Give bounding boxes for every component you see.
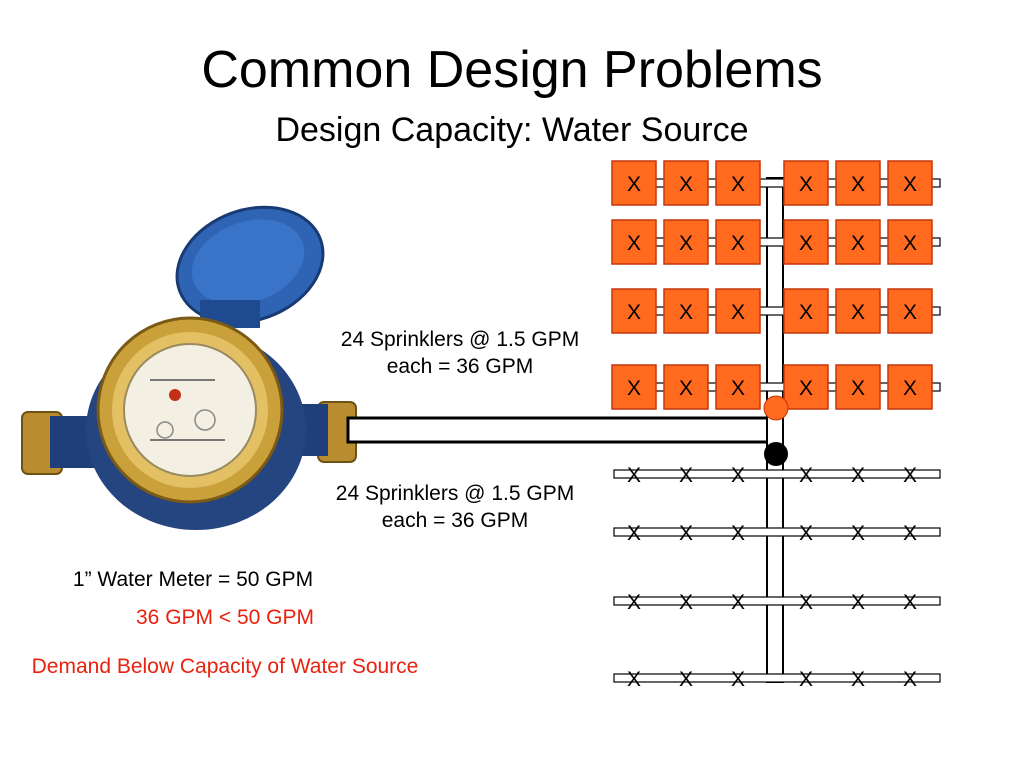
sprinkler-active bbox=[835, 219, 881, 265]
sprinkler-active bbox=[611, 160, 657, 206]
sprinkler-active-mark: X bbox=[903, 173, 917, 196]
lower-demand-label: 24 Sprinklers @ 1.5 GPM each = 36 GPM bbox=[300, 480, 610, 534]
lateral-pipe bbox=[613, 673, 941, 683]
meter-capacity-label: 1” Water Meter = 50 GPM bbox=[72, 568, 314, 591]
sprinkler-inactive-mark: X bbox=[903, 591, 917, 614]
water-meter-icon bbox=[21, 205, 357, 530]
sprinkler-inactive-mark: X bbox=[627, 522, 641, 545]
sprinkler-inactive-mark: X bbox=[851, 591, 865, 614]
sprinkler-active bbox=[611, 364, 657, 410]
sprinkler-active bbox=[611, 219, 657, 265]
sprinkler-active bbox=[715, 288, 761, 334]
sprinkler-inactive-mark: X bbox=[627, 464, 641, 487]
sprinkler-active-mark: X bbox=[627, 377, 641, 400]
sprinkler-active-mark: X bbox=[799, 301, 813, 324]
sprinkler-inactive-mark: X bbox=[799, 591, 813, 614]
sprinkler-active bbox=[663, 364, 709, 410]
sprinkler-active-mark: X bbox=[679, 301, 693, 324]
slide-subtitle: Design Capacity: Water Source bbox=[275, 111, 749, 149]
sprinkler-active-mark: X bbox=[903, 301, 917, 324]
sprinkler-inactive-mark: X bbox=[627, 591, 641, 614]
lateral-pipe bbox=[613, 469, 941, 479]
junction-node-marker bbox=[764, 442, 788, 466]
active-node-marker bbox=[763, 395, 789, 421]
sprinkler-inactive-mark: X bbox=[799, 464, 813, 487]
sprinkler-active bbox=[663, 219, 709, 265]
sprinkler-active bbox=[835, 288, 881, 334]
sprinkler-active-mark: X bbox=[799, 173, 813, 196]
supply-pipe bbox=[346, 416, 780, 444]
sprinkler-inactive-mark: X bbox=[851, 464, 865, 487]
sprinkler-active-mark: X bbox=[903, 232, 917, 255]
sprinkler-active-mark: X bbox=[851, 377, 865, 400]
sprinkler-inactive-mark: X bbox=[731, 591, 745, 614]
sprinkler-inactive-mark: X bbox=[851, 522, 865, 545]
sprinkler-inactive-mark: X bbox=[903, 668, 917, 691]
comparison-label: 36 GPM < 50 GPM bbox=[136, 606, 314, 629]
sprinkler-active-mark: X bbox=[627, 232, 641, 255]
lower-demand-line2: each = 36 GPM bbox=[381, 509, 529, 532]
sprinkler-active bbox=[783, 160, 829, 206]
sprinkler-inactive-mark: X bbox=[903, 464, 917, 487]
sprinkler-active-mark: X bbox=[851, 301, 865, 324]
sprinkler-inactive-mark: X bbox=[903, 522, 917, 545]
sprinkler-inactive-mark: X bbox=[627, 668, 641, 691]
sprinkler-active bbox=[611, 288, 657, 334]
sprinkler-active bbox=[887, 219, 933, 265]
sprinkler-inactive-mark: X bbox=[731, 522, 745, 545]
sprinkler-active bbox=[783, 288, 829, 334]
sprinkler-active bbox=[663, 160, 709, 206]
lower-demand-line1: 24 Sprinklers @ 1.5 GPM bbox=[335, 482, 575, 505]
sprinkler-active-mark: X bbox=[627, 301, 641, 324]
sprinkler-active bbox=[715, 364, 761, 410]
sprinkler-inactive-mark: X bbox=[679, 668, 693, 691]
sprinkler-inactive-mark: X bbox=[851, 668, 865, 691]
lateral-pipe bbox=[613, 527, 941, 537]
sprinkler-active-mark: X bbox=[731, 377, 745, 400]
sprinkler-active bbox=[887, 160, 933, 206]
sprinkler-inactive-mark: X bbox=[731, 668, 745, 691]
sprinkler-active-mark: X bbox=[799, 377, 813, 400]
sprinkler-active-mark: X bbox=[731, 173, 745, 196]
sprinkler-inactive-mark: X bbox=[799, 668, 813, 691]
sprinkler-active-mark: X bbox=[851, 232, 865, 255]
sprinkler-active bbox=[663, 288, 709, 334]
upper-demand-line2: each = 36 GPM bbox=[386, 355, 534, 378]
sprinkler-active bbox=[887, 288, 933, 334]
sprinkler-active-mark: X bbox=[627, 173, 641, 196]
sprinkler-active-mark: X bbox=[903, 377, 917, 400]
slide-title: Common Design Problems bbox=[201, 41, 823, 99]
sprinkler-active-mark: X bbox=[731, 232, 745, 255]
lateral-lines: X X X X X X X X X X X X X X X X X X X X X X X X X X X X X X X X X X X X X X X X… bbox=[611, 160, 941, 691]
sprinkler-active bbox=[715, 219, 761, 265]
upper-demand-line1: 24 Sprinklers @ 1.5 GPM bbox=[340, 328, 580, 351]
sprinkler-active bbox=[783, 219, 829, 265]
sprinkler-active-mark: X bbox=[679, 173, 693, 196]
sprinkler-inactive-mark: X bbox=[679, 464, 693, 487]
conclusion-label: Demand Below Capacity of Water Source bbox=[31, 655, 419, 678]
sprinkler-active-mark: X bbox=[799, 232, 813, 255]
sprinkler-active bbox=[783, 364, 829, 410]
sprinkler-inactive-mark: X bbox=[799, 522, 813, 545]
sprinkler-active-mark: X bbox=[679, 232, 693, 255]
upper-demand-label: 24 Sprinklers @ 1.5 GPM each = 36 GPM bbox=[300, 326, 620, 380]
main-pipe bbox=[766, 177, 784, 683]
sprinkler-active bbox=[835, 160, 881, 206]
sprinkler-inactive-mark: X bbox=[679, 522, 693, 545]
lateral-pipe bbox=[613, 596, 941, 606]
sprinkler-inactive-mark: X bbox=[731, 464, 745, 487]
sprinkler-active bbox=[887, 364, 933, 410]
sprinkler-active bbox=[835, 364, 881, 410]
sprinkler-inactive-mark: X bbox=[679, 591, 693, 614]
sprinkler-active-mark: X bbox=[679, 377, 693, 400]
sprinkler-active bbox=[715, 160, 761, 206]
sprinkler-active-mark: X bbox=[851, 173, 865, 196]
sprinkler-active-mark: X bbox=[731, 301, 745, 324]
